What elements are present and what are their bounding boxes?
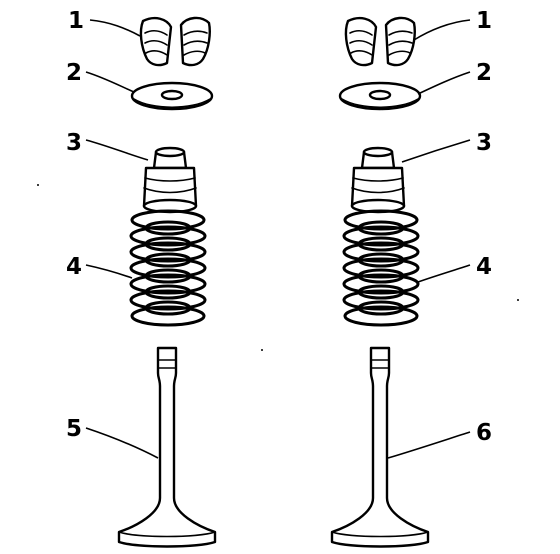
valve-left [117,346,217,548]
callout-1-left: 1 [68,8,84,34]
callout-4-right: 4 [476,254,492,280]
speck [517,299,519,301]
spring-left [129,209,207,327]
callout-6-right: 6 [476,420,492,446]
leader-6-right [387,431,471,459]
callout-4-left: 4 [66,254,82,280]
leader-4-right [417,264,471,283]
callout-3-left: 3 [66,130,82,156]
valve-right [330,346,430,548]
callout-1-right: 1 [476,8,492,34]
callout-2-left: 2 [66,60,82,86]
leader-4-left [85,264,133,279]
callout-5-left: 5 [66,416,82,442]
seal-right [350,146,406,214]
speck [261,349,263,351]
seal-left [142,146,198,214]
leader-1-left [89,19,141,37]
leader-2-right [417,71,471,95]
retainer-left [130,81,214,111]
leader-1-right [413,19,471,41]
spring-right [342,209,420,327]
keepers-left [139,16,211,67]
leader-5-left [85,427,159,459]
leader-3-left [85,139,149,161]
speck [37,184,39,186]
leader-3-right [401,139,471,163]
callout-2-right: 2 [476,60,492,86]
retainer-right [338,81,422,111]
keepers-right [344,16,416,67]
leader-2-left [85,71,135,93]
callout-3-right: 3 [476,130,492,156]
